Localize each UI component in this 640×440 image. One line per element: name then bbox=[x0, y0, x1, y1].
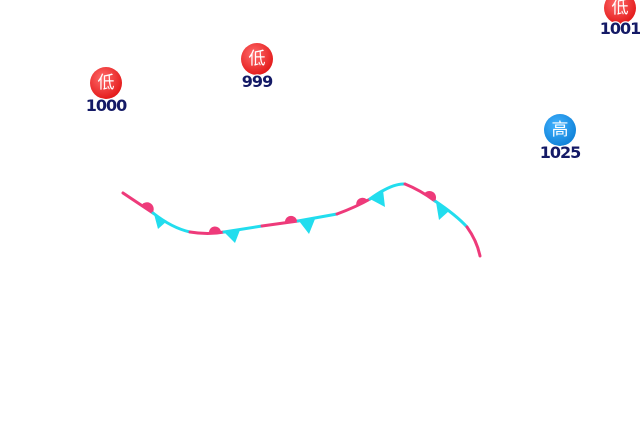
front-segment-warm bbox=[260, 219, 300, 228]
front-segment-warm bbox=[465, 225, 482, 258]
pressure-value: 1001 bbox=[600, 19, 640, 38]
low-pressure-icon bbox=[241, 43, 273, 75]
stationary-front bbox=[121, 182, 482, 258]
pressure-value: 999 bbox=[242, 72, 273, 91]
warm-front-semicircle bbox=[141, 202, 154, 212]
pressure-symbol: 高 bbox=[552, 120, 569, 140]
pressure-value: 1000 bbox=[86, 96, 127, 115]
front-segment-cold bbox=[222, 224, 264, 234]
pressure-symbol: 低 bbox=[612, 0, 629, 18]
low-pressure-center: 低 1000 bbox=[84, 67, 129, 116]
cold-front-triangle bbox=[436, 202, 449, 220]
front-segment-cold bbox=[433, 199, 469, 229]
warm-front-semicircle bbox=[356, 197, 368, 207]
front-segment-warm bbox=[188, 230, 226, 235]
low-pressure-icon bbox=[90, 67, 122, 99]
warm-front-semicircle bbox=[284, 215, 297, 223]
front-segment-warm bbox=[121, 191, 155, 215]
warm-front-semicircle bbox=[424, 190, 437, 201]
pressure-symbol: 低 bbox=[98, 73, 115, 93]
pressure-symbol: 低 bbox=[249, 49, 266, 69]
low-pressure-center: 低 1001 bbox=[598, 0, 640, 39]
cold-front-triangle bbox=[154, 214, 167, 229]
front-segment-cold bbox=[296, 212, 339, 223]
cold-front-triangle bbox=[299, 219, 315, 234]
cold-front-triangle bbox=[370, 190, 385, 207]
warm-front-semicircle bbox=[208, 226, 221, 233]
high-pressure-center: 高 1025 bbox=[538, 114, 583, 163]
front-segment-cold bbox=[368, 182, 407, 201]
high-pressure-icon bbox=[544, 114, 576, 146]
front-segment-warm bbox=[335, 197, 372, 216]
pressure-value: 1025 bbox=[540, 143, 581, 162]
low-pressure-center: 低 999 bbox=[241, 43, 275, 92]
cold-front-triangle bbox=[224, 230, 240, 243]
low-pressure-icon bbox=[604, 0, 636, 24]
